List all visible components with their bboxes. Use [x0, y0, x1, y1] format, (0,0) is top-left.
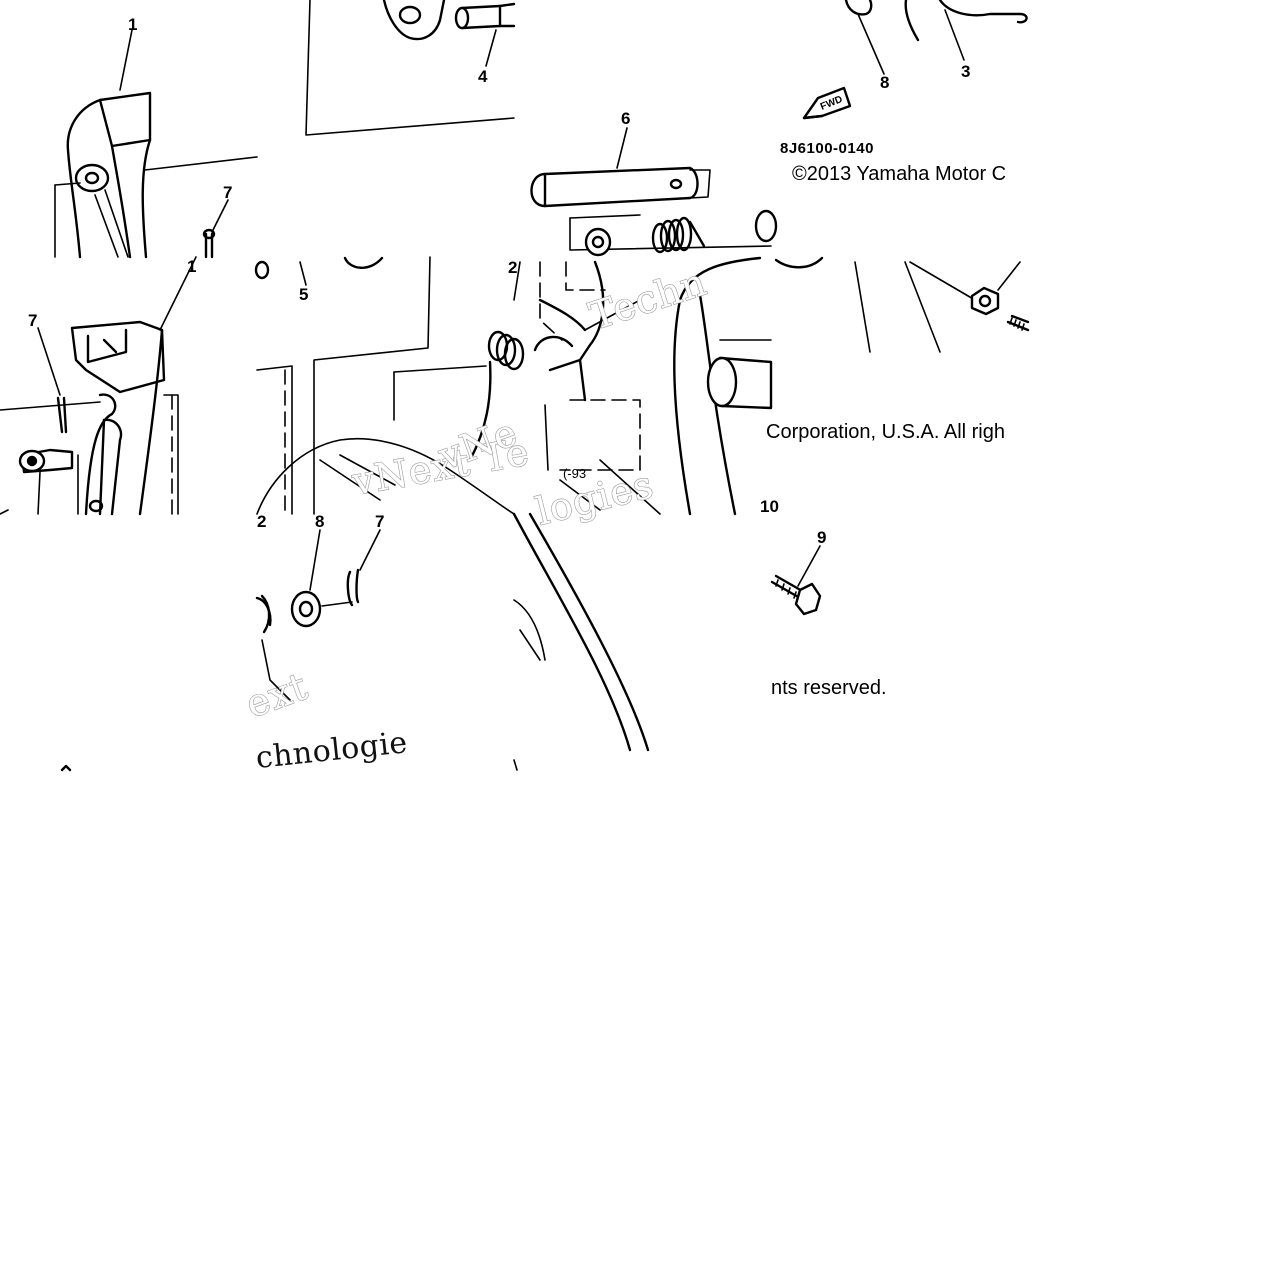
torsion-spring-center [468, 330, 525, 462]
watermark-b: Techn [584, 260, 712, 339]
callout-4: 4 [478, 67, 488, 86]
arm-lower-continuation [512, 512, 650, 771]
callout-7-lower: 7 [375, 512, 384, 531]
callout-2-center: 2 [508, 258, 517, 277]
dashed-callout-marker: (-93 [563, 466, 586, 481]
watermark-c: ext [240, 664, 314, 727]
main-pivot-arm: (-93 [513, 256, 773, 516]
nut-icon [970, 261, 1021, 316]
callout-5: 5 [299, 285, 308, 304]
washer-part-8-lower [290, 529, 353, 628]
callout-7-left: 7 [28, 311, 37, 330]
bolt-part-9 [770, 545, 822, 616]
threaded-stud [1006, 314, 1030, 332]
cotter-pin-part-7-top [202, 199, 229, 259]
callout-10: 10 [760, 497, 779, 516]
copyright-part-c: nts reserved. [771, 677, 887, 699]
watermark-d: chnologie [254, 725, 409, 776]
spring-coil-lower [255, 594, 291, 701]
callout-2-center-text: 2 [508, 258, 517, 277]
washer-spring-assembly-upper [569, 209, 778, 257]
lever-arm-part-1-lower [0, 256, 197, 516]
link-bracket-part-4 [305, 0, 516, 136]
bracket-assembly-center [254, 256, 487, 515]
clevis-pin-part-4-left [18, 448, 74, 515]
fwd-arrow-icon: FWD [802, 86, 852, 120]
callout-2-lower: 2 [257, 512, 266, 531]
copyright-part-a: ©2013 Yamaha Motor C [792, 163, 1006, 185]
callout-1-top: 1 [128, 15, 137, 34]
cotter-pin-part-7-left [37, 327, 68, 434]
callout-6: 6 [621, 109, 630, 128]
callout-9: 9 [817, 528, 826, 547]
copyright-part-b: Corporation, U.S.A. All righ [766, 421, 1005, 443]
callout-7-top: 7 [223, 183, 232, 202]
washer-part-8-top [844, 0, 885, 75]
clevis-pin-part-6 [530, 127, 711, 208]
callout-3: 3 [961, 62, 970, 81]
watermark-e: logies [532, 462, 659, 534]
spring-clip-part-3 [904, 0, 1028, 61]
callout-1-lower: 1 [187, 257, 196, 276]
edge-marker [60, 764, 72, 772]
cotter-pin-part-7-lower [346, 529, 381, 607]
callout-8-lower: 8 [315, 512, 324, 531]
diagram-code: 8J6100-0140 [780, 140, 874, 157]
cable-curve [256, 438, 515, 515]
callout-8-top: 8 [880, 73, 889, 92]
lever-arm-part-1-upper [54, 29, 258, 259]
frame-lines-right [774, 256, 976, 353]
